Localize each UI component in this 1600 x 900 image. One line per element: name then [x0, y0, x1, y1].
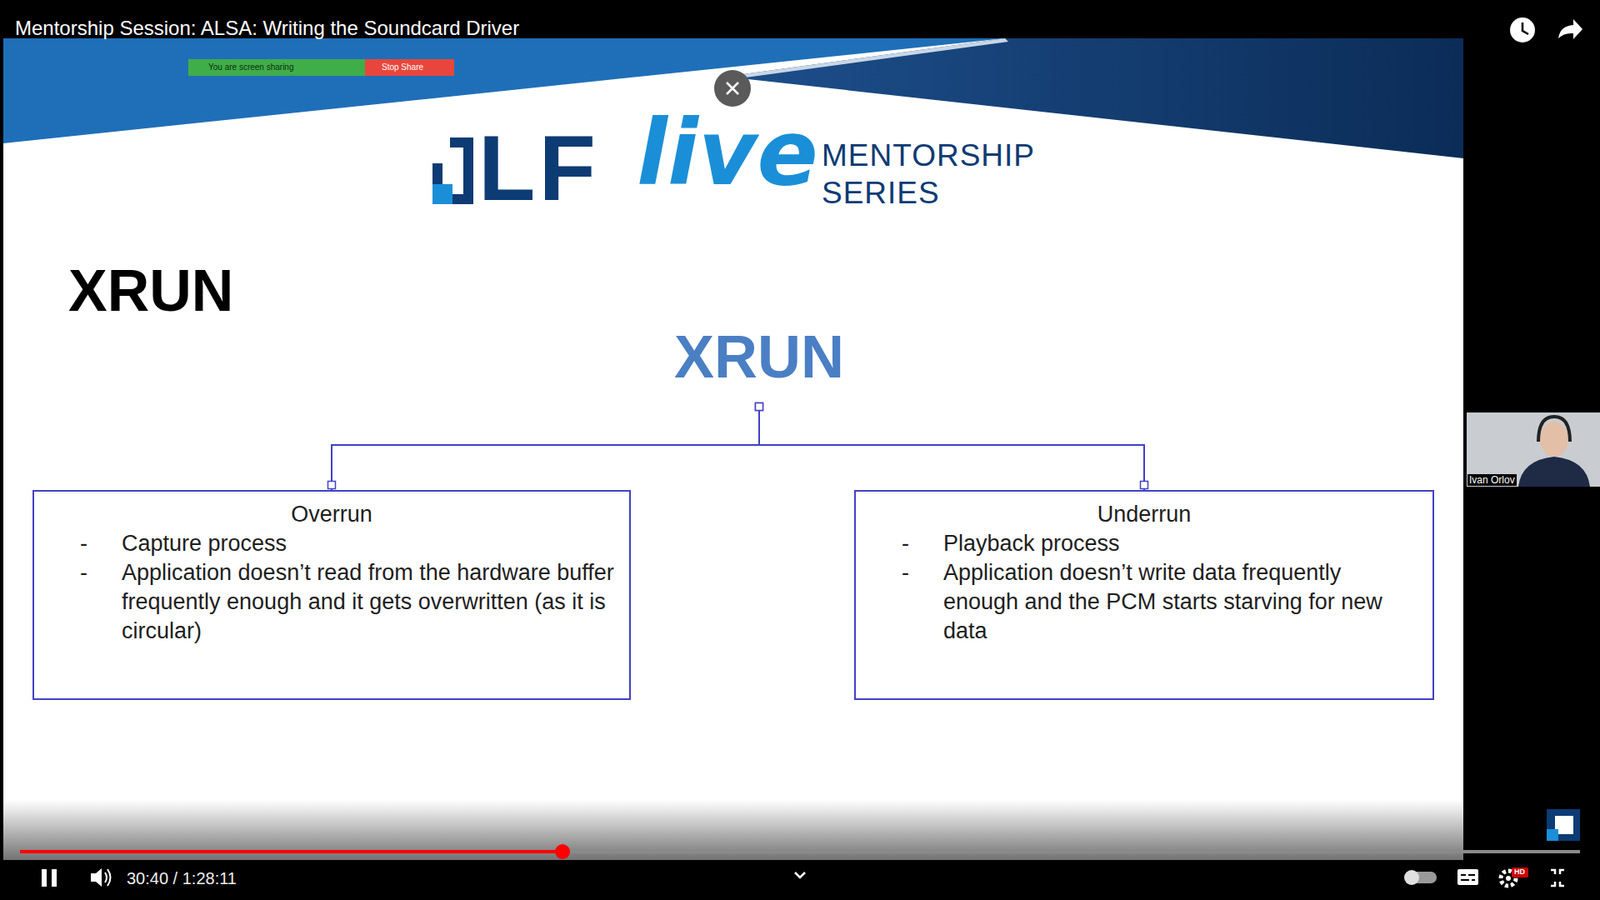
- fullscreen-icon: [1550, 870, 1565, 886]
- corner-logo-accent: [1546, 829, 1559, 841]
- progress-knob: [555, 844, 570, 860]
- close-cross: [726, 82, 739, 95]
- slide-ground: [3, 38, 1464, 860]
- watch-later-icon: [1510, 17, 1535, 43]
- watch-later-hands: [1522, 22, 1529, 35]
- volume-waves: [105, 869, 111, 886]
- time-display: 30:40 / 1:28:11: [126, 870, 237, 887]
- node-title: XRUN: [674, 326, 845, 387]
- bullet-marker: -: [80, 558, 122, 646]
- bullet-marker: -: [901, 529, 944, 559]
- tree-connector: [331, 403, 760, 490]
- logo-mentorship: MENTORSHIP: [821, 140, 1035, 171]
- connector-handle: [328, 481, 336, 490]
- webcam-name: Ivan Orlov: [1467, 474, 1517, 486]
- connector-handle: [755, 403, 763, 411]
- bullet-marker: -: [80, 529, 122, 559]
- root-label: XRUN: [665, 326, 853, 404]
- pause-bar: [51, 869, 57, 887]
- connector-handle: [755, 403, 763, 411]
- bullet-text: Playback process: [943, 529, 1418, 559]
- process-box: Underrun-Playback process-Application do…: [854, 490, 1435, 700]
- hd-text: HD: [1514, 868, 1525, 876]
- process-box: Overrun-Capture process-Application does…: [32, 490, 631, 700]
- slide-heading: XRUN: [68, 261, 234, 320]
- connector-handle: [1140, 481, 1149, 490]
- video-title: Mentorship Session: ALSA: Writing the So…: [15, 18, 520, 39]
- autoplay-knob: [1404, 870, 1420, 885]
- corner-logo-back: [1546, 809, 1580, 841]
- webcam-ground: [1466, 412, 1600, 487]
- sharing-status: You are screen sharing: [208, 63, 294, 72]
- bullet-marker: -: [901, 558, 944, 646]
- logo-live: live: [636, 108, 819, 199]
- logo-mark-accent: [432, 184, 453, 205]
- webcam-person-body: [1518, 456, 1590, 487]
- logo-series: SERIES: [821, 177, 940, 209]
- banner-stripe: [725, 38, 1009, 80]
- bullet-text: Application doesn’t write data frequentl…: [943, 558, 1418, 646]
- bullet-row: -Capture process: [49, 529, 615, 559]
- webcam-headset: [1538, 416, 1570, 442]
- subtitles-lines: [1460, 875, 1475, 880]
- subtitles-icon: [1457, 869, 1479, 885]
- tree-connector: [759, 403, 1145, 490]
- hd-badge: [1511, 867, 1529, 878]
- chevron-icon: [795, 872, 805, 878]
- bullet-row: -Application doesn’t read from the hardw…: [49, 558, 615, 646]
- stop-share-button: [365, 59, 455, 76]
- webcam-person-head: [1540, 421, 1569, 457]
- bullet-row: -Application doesn’t write data frequent…: [870, 558, 1418, 646]
- pause-bar: [41, 869, 47, 887]
- box-heading: Underrun: [870, 500, 1418, 530]
- bullet-text: Application doesn’t read from the hardwa…: [121, 558, 615, 646]
- share-icon: [1558, 19, 1583, 40]
- bullet-text: Capture process: [121, 529, 615, 559]
- sharing-bar: [188, 59, 365, 76]
- box-heading: Overrun: [49, 500, 615, 530]
- bullet-row: -Playback process: [870, 529, 1418, 559]
- progress-played: [20, 850, 563, 854]
- stop-share-text: Stop Share: [381, 63, 424, 72]
- close-button: [714, 70, 751, 107]
- volume-icon: [90, 868, 102, 887]
- settings-gear-core: [1505, 875, 1511, 881]
- logo-lf: LF: [478, 121, 600, 215]
- progress-track: [20, 850, 1580, 854]
